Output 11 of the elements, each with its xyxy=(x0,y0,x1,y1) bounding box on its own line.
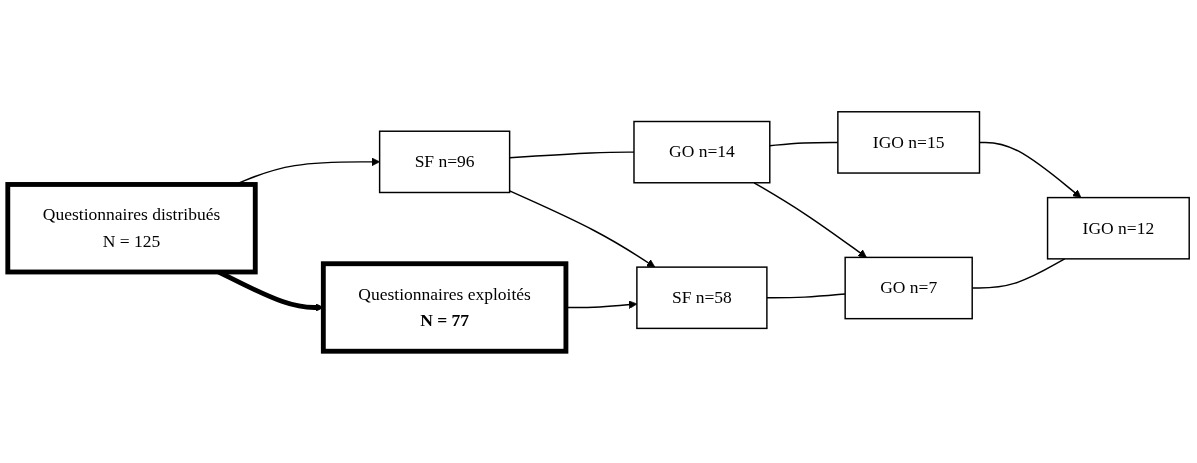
arrow xyxy=(753,182,867,258)
node-box: SF n=96 xyxy=(378,130,511,194)
connector xyxy=(766,293,846,299)
node-box: Questionnaires exploités N = 77 xyxy=(320,261,569,354)
node-box: Questionnaires distribués N = 125 xyxy=(5,182,258,275)
arrow xyxy=(508,190,656,268)
node-box: IGO n=12 xyxy=(1046,196,1190,260)
node-box: GO n=14 xyxy=(633,120,771,184)
node-box: GO n=7 xyxy=(844,256,973,320)
node-box: IGO n=15 xyxy=(837,111,981,174)
node-box: SF n=58 xyxy=(636,266,768,330)
